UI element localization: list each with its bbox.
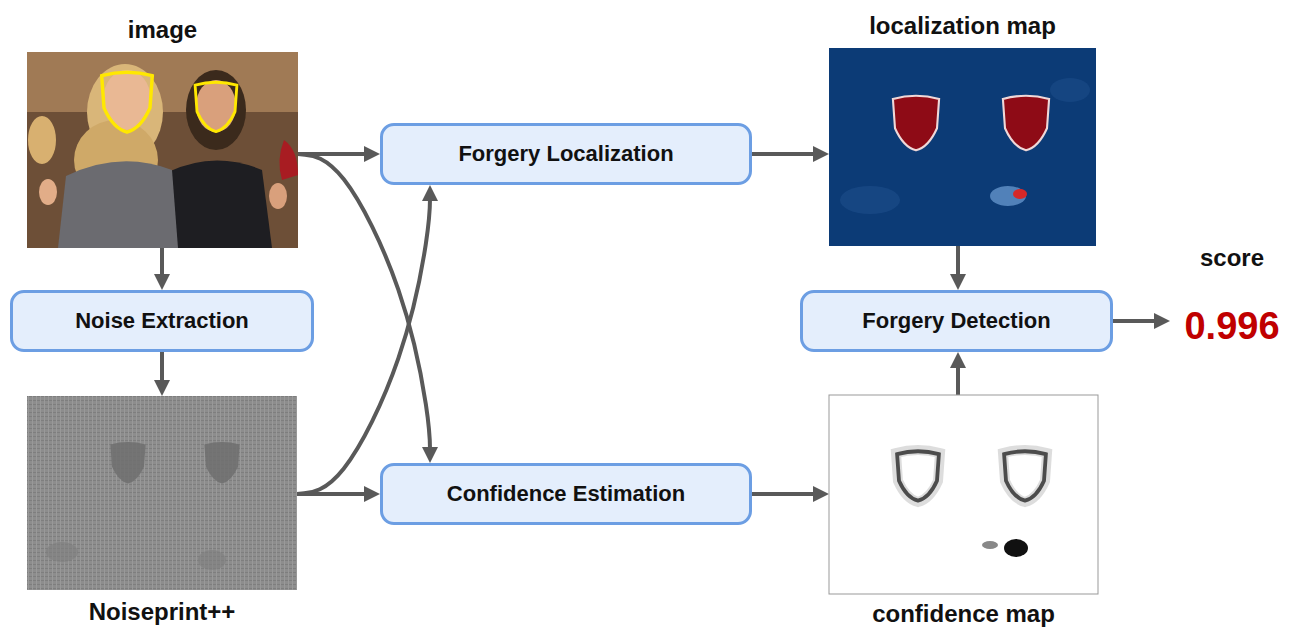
low-confidence-ring bbox=[1004, 451, 1046, 500]
flow-arrow bbox=[160, 352, 164, 388]
forged-region bbox=[1003, 96, 1049, 151]
face-outline bbox=[195, 82, 237, 131]
thumb bbox=[39, 179, 57, 205]
noise-blob bbox=[46, 542, 78, 562]
heatmap-blob bbox=[990, 186, 1026, 206]
heatmap-blob bbox=[1013, 189, 1027, 199]
photo bbox=[27, 52, 298, 248]
noise-region bbox=[110, 442, 145, 484]
score-output: score 0.996 bbox=[1170, 244, 1294, 348]
face bbox=[196, 80, 236, 132]
noise-blob bbox=[198, 550, 226, 570]
box-label: Forgery Localization bbox=[458, 141, 673, 167]
score-value: 0.996 bbox=[1184, 305, 1279, 348]
noise-ground bbox=[27, 396, 297, 590]
input-image: image bbox=[27, 8, 298, 248]
red-cloth bbox=[279, 140, 298, 180]
process-box: Confidence Estimation bbox=[380, 463, 752, 525]
face-outline bbox=[102, 72, 153, 132]
background-person bbox=[28, 116, 56, 164]
confidence-ground bbox=[829, 395, 1098, 594]
flow-arrow bbox=[956, 360, 960, 395]
process-box: Forgery Localization bbox=[380, 123, 752, 185]
confidence-map: confidence map bbox=[829, 395, 1098, 634]
image-caption: localization map bbox=[829, 4, 1096, 48]
flow-arrow bbox=[956, 246, 960, 282]
process-box: Forgery Detection bbox=[800, 290, 1113, 352]
photo-ground bbox=[27, 52, 298, 248]
noiseprint-image bbox=[27, 396, 297, 590]
localization-heatmap bbox=[829, 48, 1096, 246]
flow-arrow bbox=[1113, 319, 1162, 323]
confidence-haze bbox=[896, 450, 940, 502]
noiseprint-map: Noiseprint++ bbox=[27, 396, 297, 634]
image-caption: Noiseprint++ bbox=[27, 590, 297, 634]
heatmap-ground bbox=[829, 48, 1096, 246]
heatmap-blotch bbox=[840, 186, 900, 214]
box-label: Forgery Detection bbox=[862, 308, 1050, 334]
localization-map: localization map bbox=[829, 4, 1096, 246]
confidence-image bbox=[829, 395, 1098, 594]
flow-arrow bbox=[752, 492, 821, 496]
flow-arrow bbox=[160, 248, 164, 282]
image-caption: confidence map bbox=[829, 594, 1098, 634]
box-label: Noise Extraction bbox=[75, 308, 249, 334]
score-label: score bbox=[1200, 244, 1264, 272]
thumb bbox=[269, 183, 287, 209]
grey-shirt bbox=[58, 161, 178, 248]
flow-arrow bbox=[297, 193, 430, 494]
dark-hair bbox=[186, 70, 246, 150]
low-confidence-blob bbox=[982, 541, 998, 549]
flow-arrow bbox=[298, 154, 430, 455]
process-box: Noise Extraction bbox=[10, 290, 314, 352]
forged-region bbox=[893, 96, 939, 151]
photo-wall bbox=[27, 52, 298, 112]
confidence-haze bbox=[1003, 450, 1047, 502]
low-confidence-blob bbox=[1004, 539, 1028, 557]
low-confidence-ring bbox=[897, 451, 939, 500]
heatmap-blotch bbox=[1050, 78, 1090, 102]
noise-region bbox=[204, 442, 239, 484]
image-caption: image bbox=[27, 8, 298, 52]
flow-arrow bbox=[297, 492, 372, 496]
box-label: Confidence Estimation bbox=[447, 481, 685, 507]
flow-arrow bbox=[752, 152, 821, 156]
